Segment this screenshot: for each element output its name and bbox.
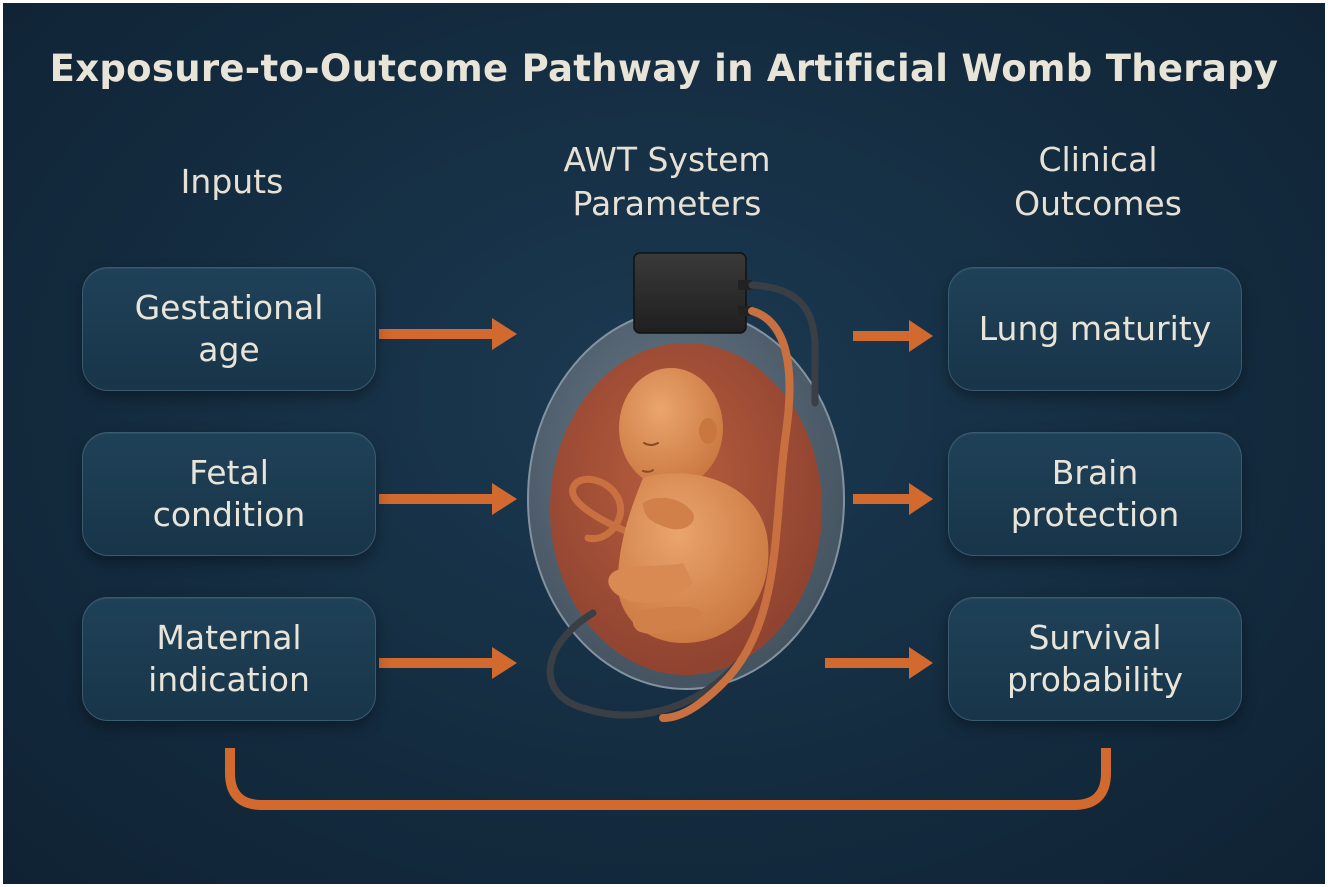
input-arrow-2 [379, 483, 517, 515]
inputs-column-header: Inputs [180, 162, 284, 201]
feedback-loop-line [225, 748, 1111, 810]
outcomes-column-header: Clinical Outcomes [1014, 140, 1182, 223]
fetus-icon [608, 368, 769, 643]
input-box-maternal-indication: Maternal indication [82, 597, 376, 721]
input-arrow-1 [379, 318, 517, 350]
input-label: Fetal condition [152, 453, 306, 534]
outcome-box-survival-probability: Survival probability [948, 597, 1242, 721]
system-column-header: AWT System Parameters [563, 140, 771, 223]
input-label: Maternal indication [148, 618, 310, 699]
outcome-box-lung-maturity: Lung maturity [948, 267, 1242, 391]
input-box-gestational-age: Gestational age [82, 267, 376, 391]
monitor-device-icon [633, 252, 819, 407]
diagram-graphics [225, 252, 1111, 810]
outcome-arrow-1 [853, 320, 933, 352]
input-arrow-3 [379, 647, 517, 679]
outcome-arrow-3 [825, 647, 933, 679]
artificial-womb-illustration [527, 252, 845, 722]
outcome-box-brain-protection: Brain protection [948, 432, 1242, 556]
outcome-arrow-2 [853, 483, 933, 515]
outcome-label: Survival probability [1006, 618, 1184, 699]
input-label: Gestational age [134, 288, 324, 369]
outcome-label: Lung maturity [978, 309, 1212, 348]
diagram-canvas: Exposure-to-Outcome Pathway in Artificia… [3, 3, 1325, 884]
diagram-title: Exposure-to-Outcome Pathway in Artificia… [49, 47, 1279, 90]
input-box-fetal-condition: Fetal condition [82, 432, 376, 556]
outcome-label: Brain protection [1010, 453, 1180, 534]
